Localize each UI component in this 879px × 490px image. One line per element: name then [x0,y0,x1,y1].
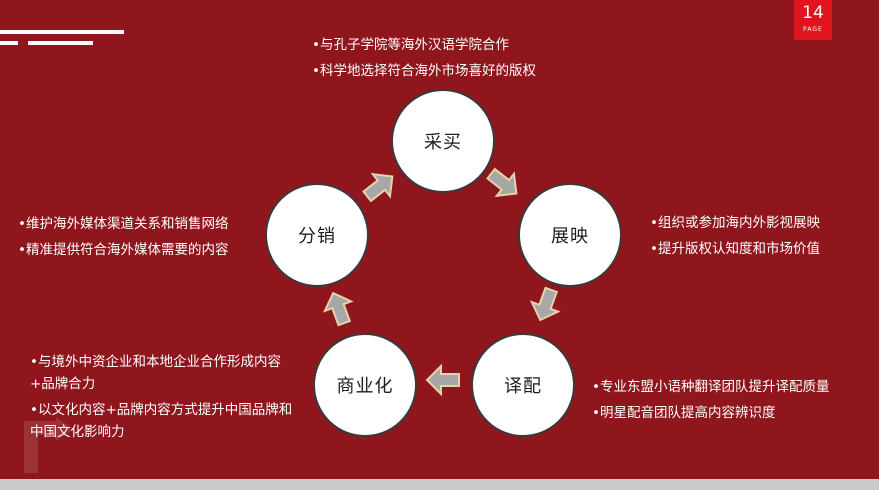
bullet-item: •与境外中资企业和本地企业合作形成内容+品牌合力 [30,354,281,392]
node-purchase-label: 采买 [424,132,462,153]
node-commercial-label: 商业化 [336,376,394,397]
bullet-item: •提升版权认知度和市场价值 [650,241,820,257]
block-arrow-icon [481,161,527,206]
page-number-badge: 14 PAGE [794,0,832,40]
purchase-bullets: •与孔子学院等海外汉语学院合作 •科学地选择符合海外市场喜好的版权 [312,32,536,84]
block-arrow-icon [319,287,359,329]
screening-bullets: •组织或参加海内外影视展映 •提升版权认知度和市场价值 [650,210,820,262]
node-dubbing: 译配 [471,333,575,437]
dubbing-bullets: •专业东盟小语种翻译团队提升译配质量 •明星配音团队提高内容辨识度 [592,374,829,426]
node-purchase: 采买 [391,89,495,193]
bullet-item: •以文化内容+品牌内容方式提升中国品牌和中国文化影响力 [30,402,293,440]
node-screening: 展映 [518,183,622,287]
page-number: 14 [802,3,824,23]
commercial-bullets: •与境外中资企业和本地企业合作形成内容+品牌合力 •以文化内容+品牌内容方式提升… [30,351,302,447]
block-arrow-icon [526,284,566,326]
header-bar-long [0,30,124,34]
header-bar-mid [28,41,93,45]
bullet-item: •专业东盟小语种翻译团队提升译配质量 [592,379,830,395]
header-bar-short [0,41,18,45]
distribution-bullets: •维护海外媒体渠道关系和销售网络 •精准提供符合海外媒体需要的内容 [18,211,228,263]
block-arrow-icon [426,365,460,395]
block-arrow-icon [357,164,403,209]
bullet-item: •精准提供符合海外媒体需要的内容 [18,242,229,258]
bullet-item: •明星配音团队提高内容辨识度 [592,405,776,421]
node-commercial: 商业化 [313,333,417,437]
bullet-item: •与孔子学院等海外汉语学院合作 [312,37,509,53]
page-label: PAGE [803,26,823,33]
node-distribution-label: 分销 [298,226,336,247]
node-distribution: 分销 [265,183,369,287]
node-dubbing-label: 译配 [504,376,542,397]
footer-band [0,479,879,490]
bullet-item: •组织或参加海内外影视展映 [650,215,820,231]
bullet-item: •科学地选择符合海外市场喜好的版权 [312,63,536,79]
bullet-item: •维护海外媒体渠道关系和销售网络 [18,216,229,232]
corner-arrow-icon [24,417,74,473]
node-screening-label: 展映 [551,226,589,247]
